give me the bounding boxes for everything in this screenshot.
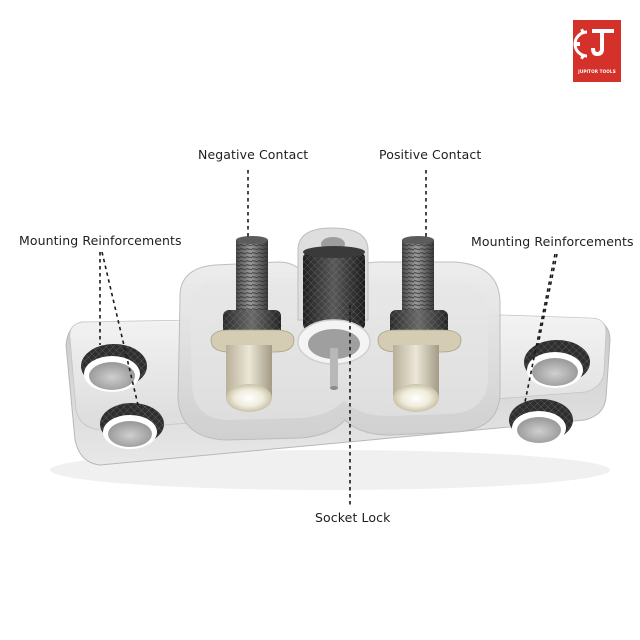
leader-mounting-right-a <box>537 253 558 346</box>
mounting-ring-right-top <box>524 340 590 388</box>
label-socket-lock: Socket Lock <box>315 510 391 525</box>
ground-shadow <box>50 450 610 490</box>
label-positive-contact: Positive Contact <box>379 147 482 162</box>
leader-lines <box>99 170 558 506</box>
label-negative-contact: Negative Contact <box>198 147 309 162</box>
mounting-ring-left-bottom <box>100 403 164 449</box>
leader-mounting-left-b <box>101 251 139 406</box>
negative-contact-pin <box>210 236 295 412</box>
socket-lock-knob <box>297 246 371 390</box>
label-mounting-left: Mounting Reinforcements <box>19 233 182 248</box>
brand-logo: JUPITOR TOOLS <box>573 20 621 82</box>
gear-letter-logo-icon <box>573 28 614 60</box>
mounting-ring-left-top <box>81 344 147 392</box>
brand-logo-text: JUPITOR TOOLS <box>578 69 616 74</box>
positive-contact-pin <box>377 236 462 412</box>
mounting-ring-right-bottom <box>509 399 573 445</box>
label-mounting-right: Mounting Reinforcements <box>471 234 634 249</box>
